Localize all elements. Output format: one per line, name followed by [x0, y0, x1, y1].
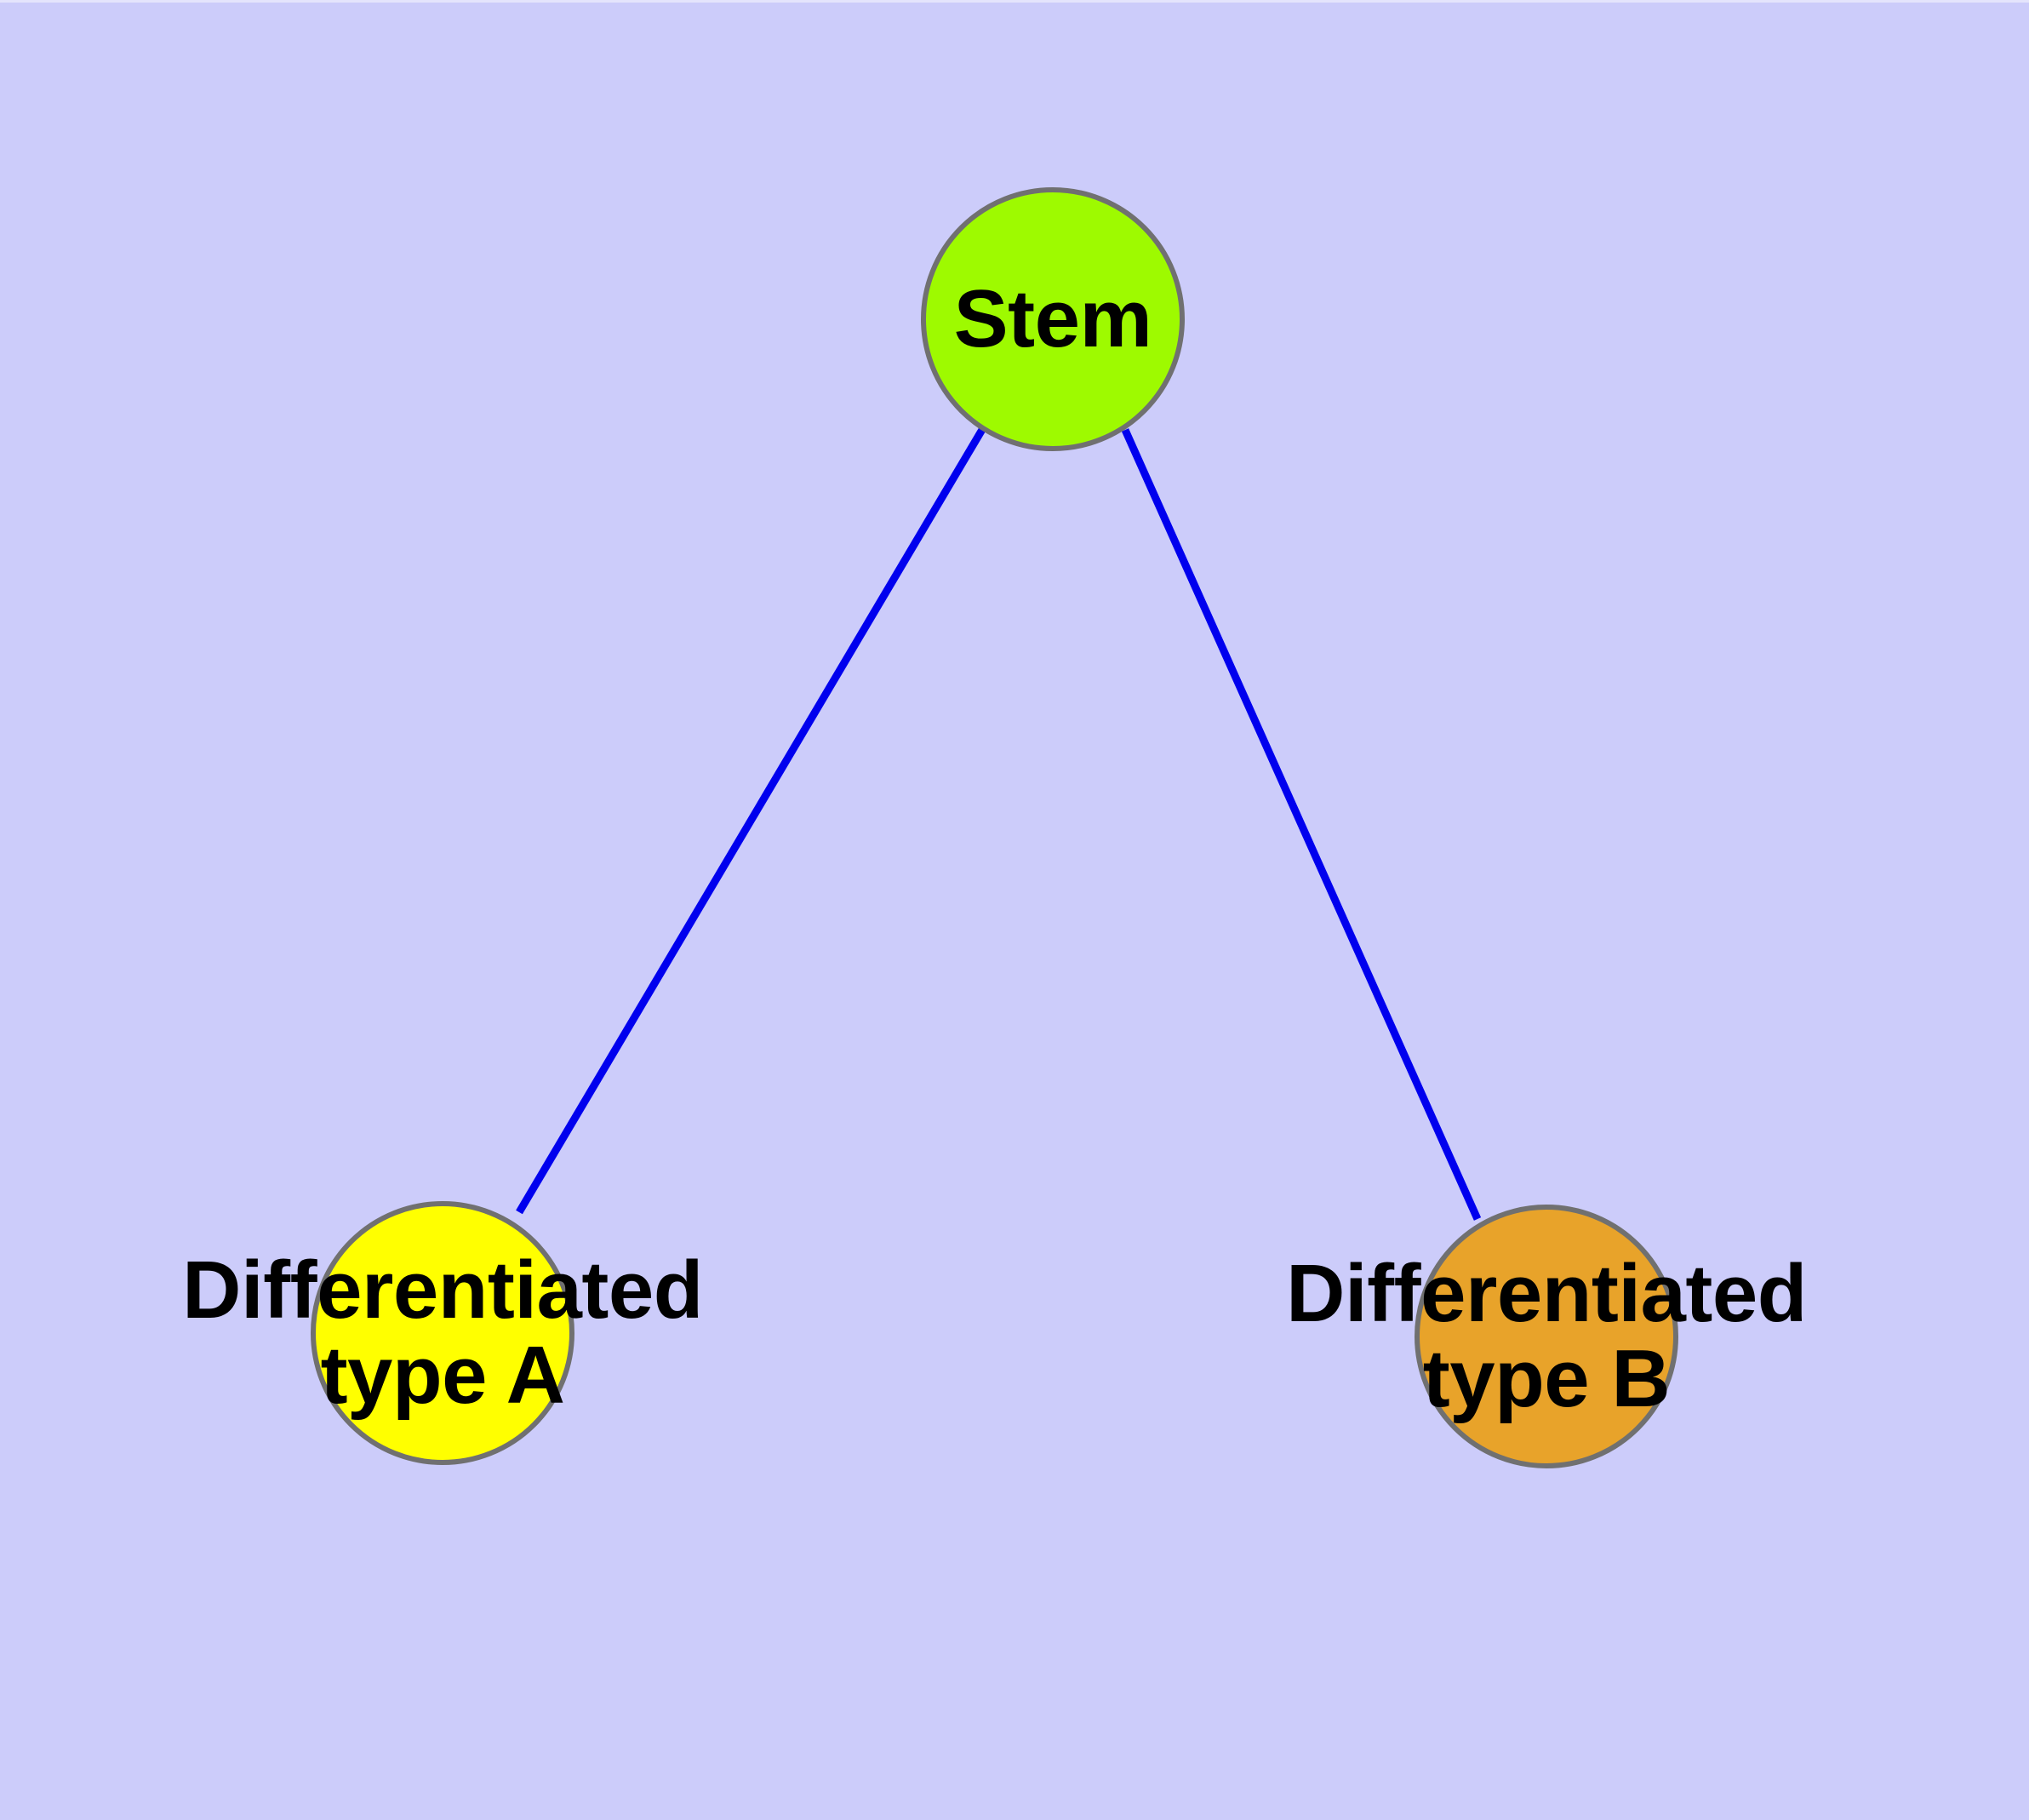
graph-node-diff_b[interactable]	[1415, 1205, 1678, 1468]
graph-edge-stem-diff_a[interactable]	[516, 426, 986, 1215]
node-layer	[311, 187, 1678, 1468]
graph-node-diff_a[interactable]	[311, 1201, 574, 1465]
graph-edge-stem-diff_b[interactable]	[1121, 428, 1482, 1221]
edge-layer	[516, 426, 1482, 1221]
graph-node-stem[interactable]	[921, 187, 1185, 451]
